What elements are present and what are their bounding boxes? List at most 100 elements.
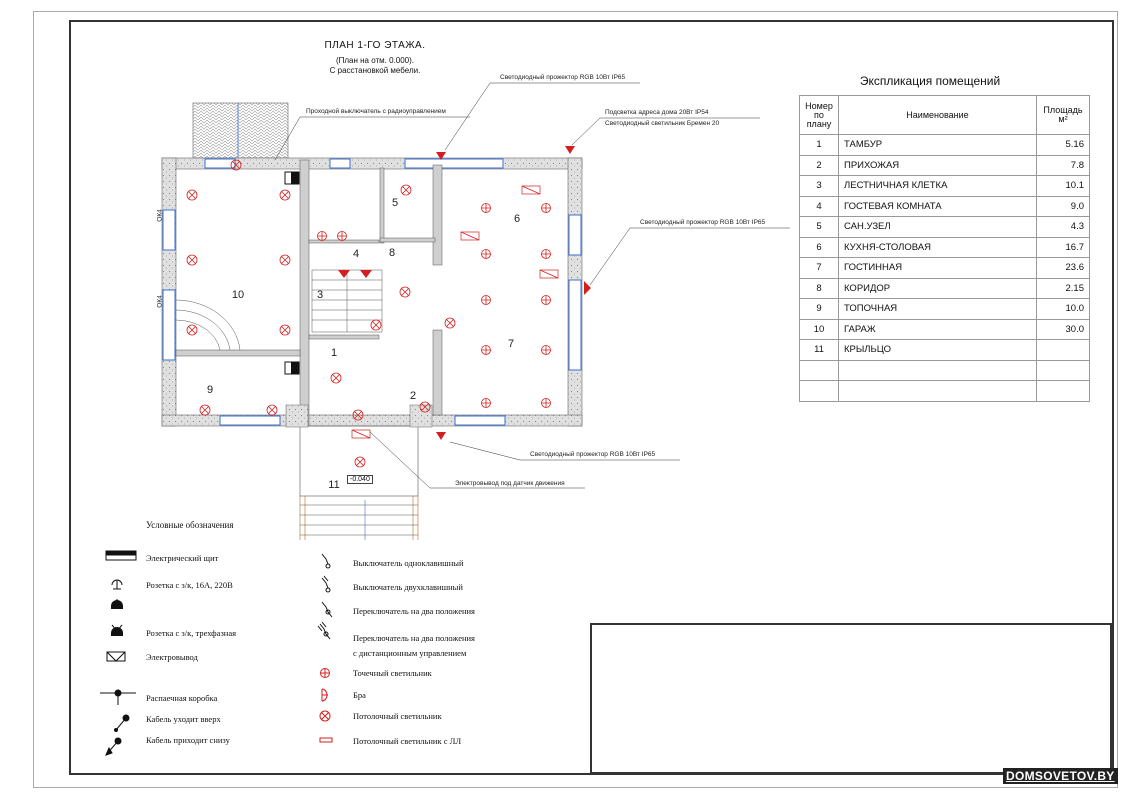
- table-title: Экспликация помещений: [859, 74, 1001, 88]
- spot-light-icon: [541, 203, 551, 213]
- plan-subtitle-level: (План на отм. 0.000).: [335, 56, 415, 65]
- spot-light-icon: [541, 398, 551, 408]
- room-number: 2: [409, 390, 417, 402]
- drawing-sheet: [33, 11, 1118, 788]
- cell-area: [1036, 359, 1090, 381]
- fluorescent-light-icon: [319, 737, 333, 743]
- spot-light-icon: [541, 249, 551, 259]
- cable-up-icon: [114, 714, 130, 732]
- staircase: [311, 269, 383, 333]
- ceiling-light-icon: [370, 319, 382, 331]
- room-number: 6: [513, 213, 521, 225]
- socket-icon: [111, 579, 123, 590]
- legend-item: Переключатель на два положения: [353, 606, 475, 616]
- legend-item: Кабель уходит вверх: [146, 714, 221, 724]
- header-number: Номер по плану: [799, 95, 839, 135]
- table-header-row: Номер по плану Наименование Площадь м²: [799, 95, 1090, 135]
- cell-number: 1: [799, 134, 839, 156]
- callout-rgb-right: Светодиодный прожектор RGB 10Вт IP65: [640, 219, 766, 226]
- cell-name: КУХНЯ-СТОЛОВАЯ: [838, 236, 1037, 258]
- spot-light-icon: [337, 231, 347, 241]
- cell-number: 8: [799, 277, 839, 299]
- cell-area: 5.16: [1036, 134, 1090, 156]
- spot-light-icon: [320, 668, 330, 678]
- header-area: Площадь м²: [1036, 95, 1090, 135]
- socket-icon: [111, 599, 123, 609]
- legend-item: Электровывод: [146, 652, 198, 662]
- cell-number: 2: [799, 154, 839, 176]
- room-number: 3: [316, 289, 324, 301]
- callout-bremen: Светодиодный светильник Бремен 20: [605, 120, 720, 127]
- sconce-icon: [321, 688, 328, 702]
- cell-area: 30.0: [1036, 318, 1090, 340]
- room-number: 8: [388, 247, 396, 259]
- callout-motion: Электровывод под датчик движения: [455, 480, 565, 487]
- table-row: [799, 359, 1090, 381]
- cell-number: [799, 359, 839, 381]
- table-row: [799, 380, 1090, 402]
- cell-name: ГОСТИННАЯ: [838, 257, 1037, 279]
- legend-item: Розетка с з/к, трехфазная: [146, 628, 237, 638]
- cell-area: 7.8: [1036, 154, 1090, 176]
- cell-name: [838, 380, 1037, 402]
- cell-area: [1036, 380, 1090, 402]
- switch-double-icon: [321, 575, 331, 593]
- cell-area: 2.15: [1036, 277, 1090, 299]
- ceiling-light-icon: [230, 159, 242, 171]
- room-number: 1: [330, 347, 338, 359]
- legend-item: Бра: [353, 690, 366, 700]
- cell-name: САН.УЗЕЛ: [838, 216, 1037, 238]
- cell-name: ТОПОЧНАЯ: [838, 298, 1037, 320]
- cell-number: 6: [799, 236, 839, 258]
- cell-area: 10.0: [1036, 298, 1090, 320]
- room-number: 7: [507, 338, 515, 350]
- room-number: 9: [206, 384, 214, 396]
- ceiling-light-icon: [352, 409, 364, 421]
- callout-radio-switch: Проходной выключатель с радиоуправлением: [306, 108, 446, 115]
- ceiling-light-icon: [279, 324, 291, 336]
- entrance-porch: [299, 425, 419, 540]
- cell-name: ПРИХОЖАЯ: [838, 154, 1037, 176]
- title-block: [590, 623, 1112, 774]
- drawing-frame: [69, 20, 1114, 775]
- legend-item: Переключатель на два положения: [353, 633, 475, 643]
- legend-item: Точечный светильник: [353, 668, 432, 678]
- legend-item: с дистанционным управлением: [353, 648, 467, 658]
- ceiling-light-icon: [419, 401, 431, 413]
- cell-name: КРЫЛЬЦО: [838, 339, 1037, 361]
- cable-down-icon: [105, 737, 122, 756]
- legend-icons-right: [317, 553, 333, 743]
- cell-name: [838, 359, 1037, 381]
- header-name: Наименование: [838, 95, 1037, 135]
- ceiling-light-icon: [266, 404, 278, 416]
- cell-name: ГАРАЖ: [838, 318, 1037, 340]
- callout-leaders: [274, 82, 790, 489]
- ceiling-light-icon: [199, 404, 211, 416]
- spot-light-icon: [481, 345, 491, 355]
- cell-area: 16.7: [1036, 236, 1090, 258]
- rgb-projectors: [338, 146, 591, 440]
- ceiling-light-icon: [354, 456, 366, 468]
- cell-area: [1036, 339, 1090, 361]
- cell-number: 5: [799, 216, 839, 238]
- cell-name: КОРИДОР: [838, 277, 1037, 299]
- ceiling-light-icon: [186, 324, 198, 336]
- cell-number: 10: [799, 318, 839, 340]
- window-label: ОК4: [156, 209, 164, 222]
- cell-name: ЛЕСТНИЧНАЯ КЛЕТКА: [838, 175, 1037, 197]
- porch-canopy: [192, 102, 289, 159]
- ceiling-lights: [186, 159, 456, 468]
- cell-area: 9.0: [1036, 195, 1090, 217]
- level-mark: -0.040: [347, 475, 373, 484]
- switch-single-icon: [321, 553, 331, 569]
